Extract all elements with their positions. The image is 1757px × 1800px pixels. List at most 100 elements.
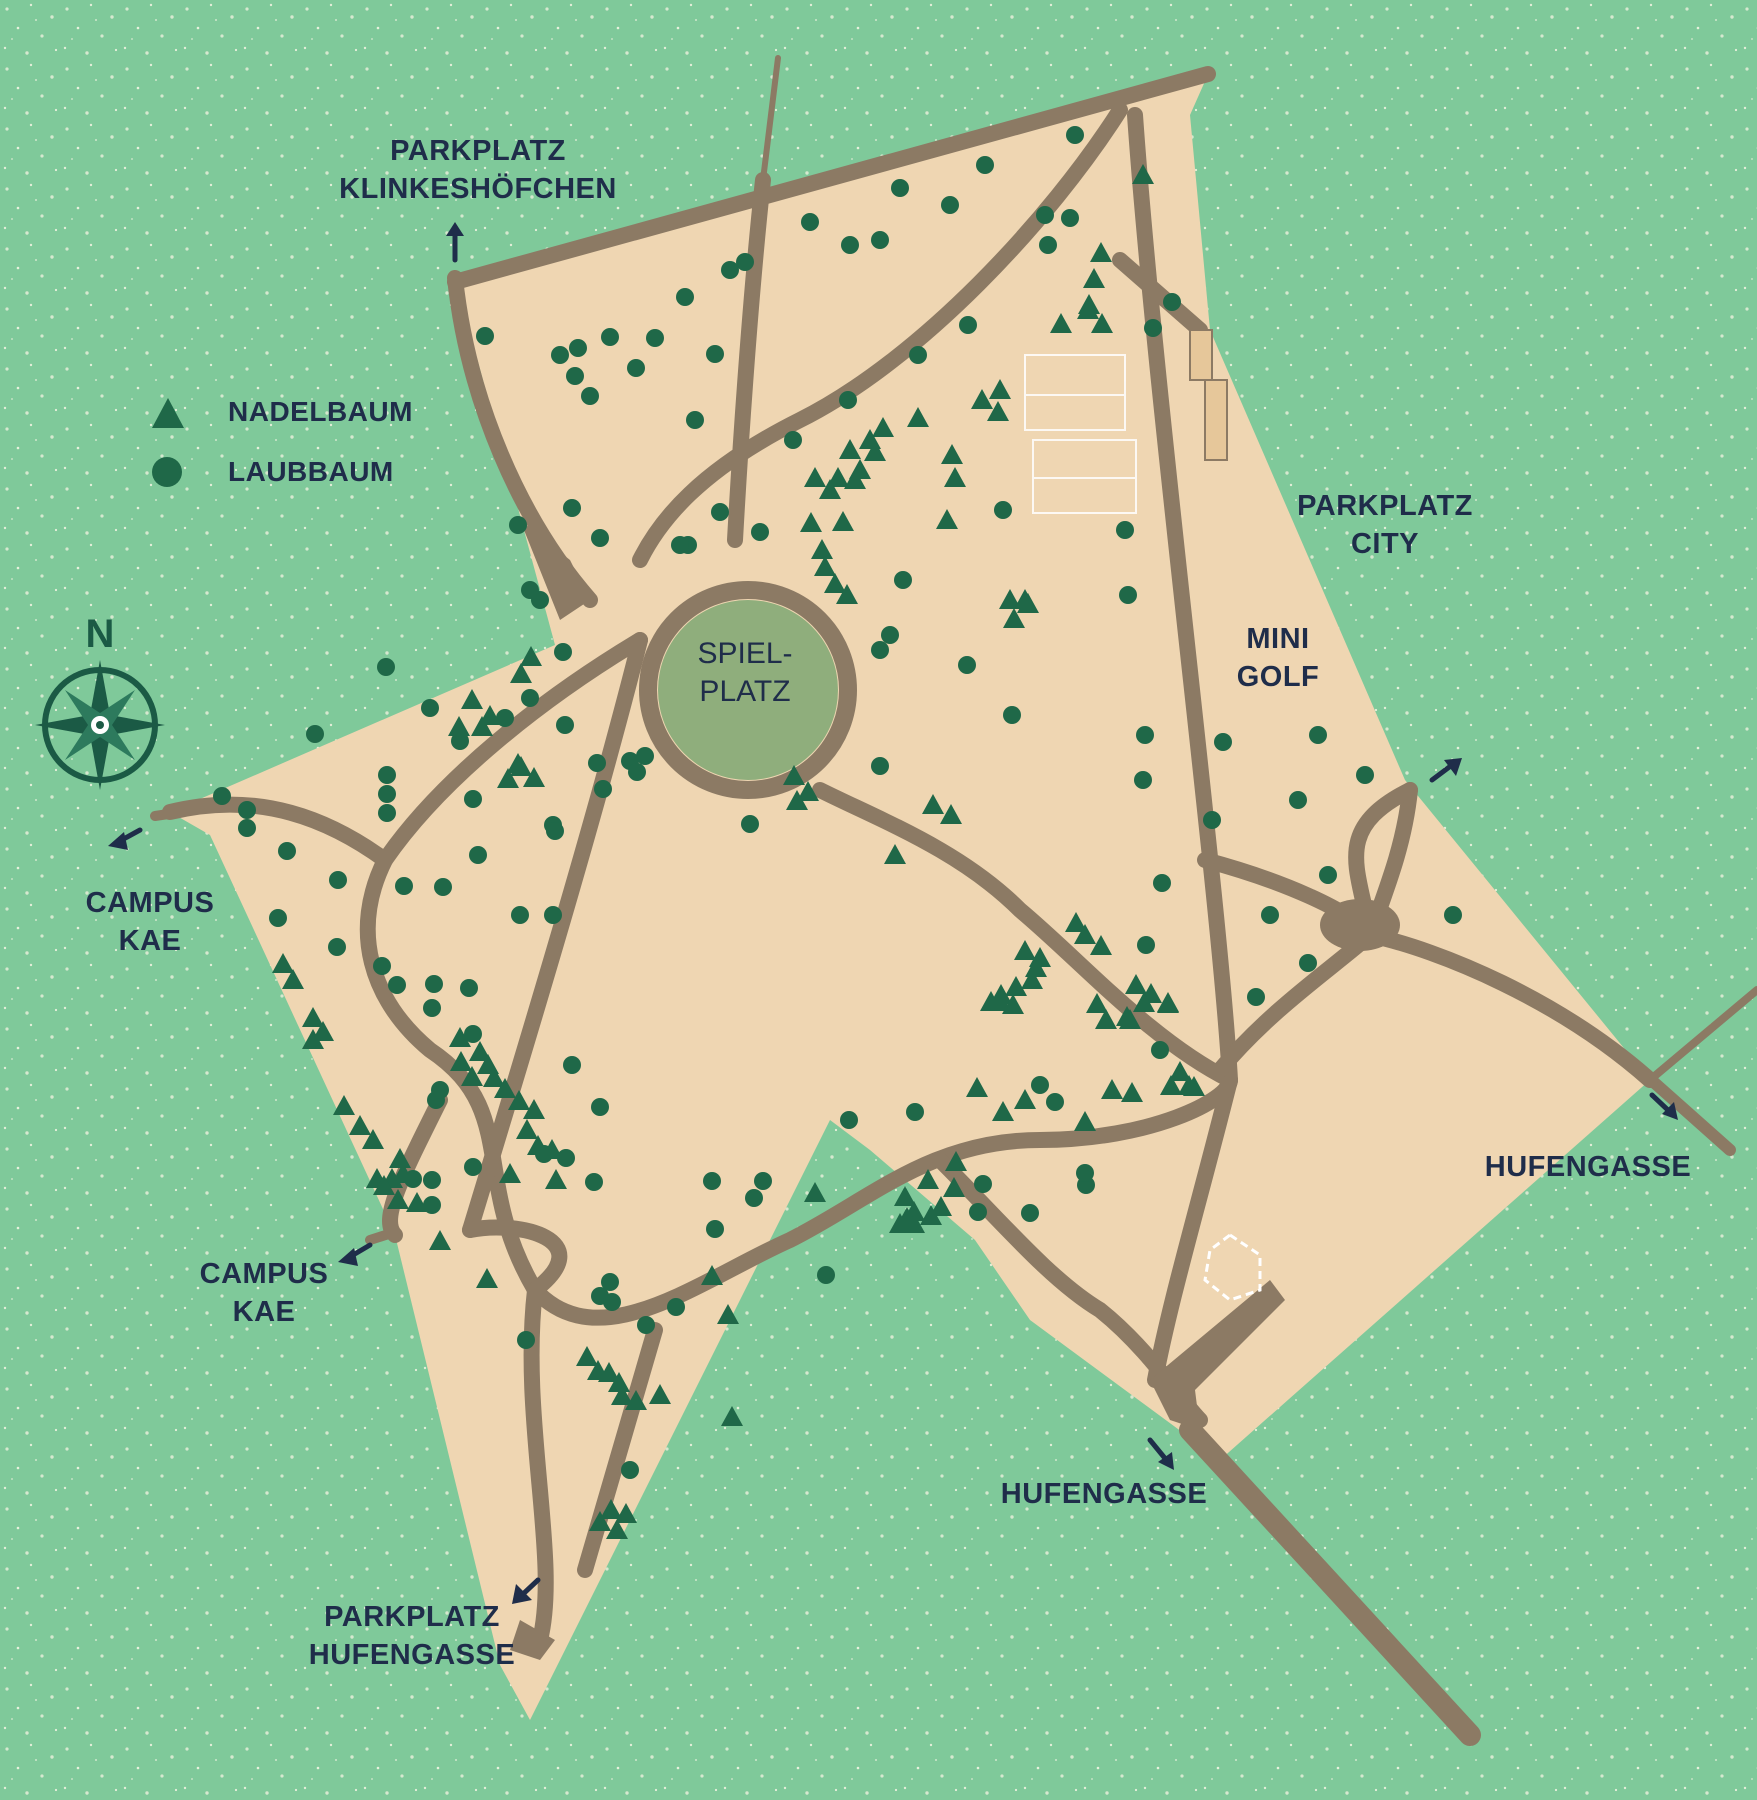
deciduous-tree-icon <box>637 1316 655 1334</box>
conifer-tree-icon <box>469 1041 491 1061</box>
deciduous-tree-icon <box>1021 1204 1039 1222</box>
arrow-icon <box>1147 1437 1174 1470</box>
conifer-tree-icon <box>944 467 966 487</box>
arrow-icon <box>512 1577 541 1604</box>
deciduous-tree-icon <box>1066 126 1084 144</box>
conifer-tree-icon <box>971 389 993 409</box>
conifer-tree-icon <box>864 441 886 461</box>
deciduous-tree-icon <box>1289 791 1307 809</box>
deciduous-tree-icon <box>585 1173 603 1191</box>
conifer-tree-icon <box>832 511 854 531</box>
conifer-tree-icon <box>989 379 1011 399</box>
exit-label-line1: PARKPLATZ <box>1297 490 1473 522</box>
deciduous-tree-icon <box>1444 906 1462 924</box>
deciduous-tree-icon <box>591 529 609 547</box>
deciduous-tree-icon <box>378 785 396 803</box>
conifer-tree-icon <box>615 1503 637 1523</box>
conifer-tree-icon <box>844 469 866 489</box>
conifer-tree-icon <box>312 1021 334 1041</box>
minigolf-label-line1: MINI <box>1246 623 1310 655</box>
deciduous-tree-icon <box>1261 906 1279 924</box>
conifer-tree-icon <box>804 467 826 487</box>
conifer-tree-icon <box>1014 940 1036 960</box>
deciduous-tree-icon <box>238 819 256 837</box>
exit-hufengasse-south[interactable]: HUFENGASSE <box>1000 1478 1208 1510</box>
conifer-tree-icon <box>1121 1082 1143 1102</box>
deciduous-tree-icon <box>1031 1076 1049 1094</box>
deciduous-tree-icon <box>556 716 574 734</box>
deciduous-tree-icon <box>881 626 899 644</box>
deciduous-tree-icon <box>451 732 469 750</box>
conifer-tree-icon <box>940 804 962 824</box>
exit-label-line1: PARKPLATZ <box>324 1601 500 1633</box>
deciduous-tree-icon <box>1319 866 1337 884</box>
deciduous-tree-icon <box>423 999 441 1017</box>
deciduous-tree-icon <box>591 1098 609 1116</box>
deciduous-tree-icon <box>238 801 256 819</box>
exit-label-line1: CAMPUS <box>199 1258 329 1290</box>
deciduous-tree-icon <box>1203 811 1221 829</box>
conifer-tree-icon <box>1021 969 1043 989</box>
deciduous-tree-icon <box>544 906 562 924</box>
conifer-tree-icon <box>1086 993 1108 1013</box>
arrow-icon <box>108 827 143 850</box>
arrow-icon <box>1649 1092 1678 1120</box>
conifer-tree-icon <box>936 509 958 529</box>
conifer-tree-icon <box>499 1163 521 1183</box>
conifer-tree-icon <box>523 1099 545 1119</box>
deciduous-tree-icon <box>594 780 612 798</box>
exit-parkplatz-hufengasse[interactable]: PARKPLATZ HUFENGASSE <box>309 1598 515 1674</box>
deciduous-tree-icon <box>891 179 909 197</box>
conifer-tree-icon <box>576 1346 598 1366</box>
exit-label-line2: CITY <box>1350 528 1420 560</box>
conifer-tree-icon <box>941 444 963 464</box>
deciduous-tree-icon <box>423 1196 441 1214</box>
deciduous-tree-icon <box>994 501 1012 519</box>
conifer-tree-icon <box>814 556 836 576</box>
conifer-tree-icon <box>282 969 304 989</box>
deciduous-tree-icon <box>1299 954 1317 972</box>
exit-parkplatz-city[interactable]: PARKPLATZ CITY <box>1297 487 1473 563</box>
deciduous-tree-icon <box>464 1025 482 1043</box>
deciduous-tree-icon <box>566 367 584 385</box>
conifer-tree-icon <box>349 1115 371 1135</box>
legend-deciduous-label: LAUBBAUM <box>228 456 394 487</box>
deciduous-tree-icon <box>1144 319 1162 337</box>
conifer-tree-icon <box>373 1175 395 1195</box>
deciduous-tree-icon <box>563 499 581 517</box>
conifer-tree-icon <box>589 1511 611 1531</box>
exit-campus-kae-lower[interactable]: CAMPUS KAE <box>200 1255 329 1331</box>
deciduous-tree-icon <box>603 1293 621 1311</box>
conifer-tree-icon <box>448 716 470 736</box>
conifer-tree-icon <box>819 479 841 499</box>
conifer-tree-icon <box>387 1189 409 1209</box>
deciduous-tree-icon <box>431 1081 449 1099</box>
arrow-icon <box>338 1242 373 1266</box>
deciduous-tree-icon <box>306 725 324 743</box>
conifer-tree-icon <box>917 1169 939 1189</box>
deciduous-tree-icon <box>959 316 977 334</box>
deciduous-tree-icon <box>1356 766 1374 784</box>
conifer-tree-icon <box>1095 1009 1117 1029</box>
conifer-tree-icon <box>1133 992 1155 1012</box>
conifer-tree-icon <box>1091 313 1113 333</box>
conifer-tree-icon <box>545 1169 567 1189</box>
exit-hufengasse-east[interactable]: HUFENGASSE <box>1484 1151 1692 1183</box>
conifer-tree-icon <box>516 1119 538 1139</box>
deciduous-tree-icon <box>909 346 927 364</box>
deciduous-tree-icon <box>421 699 439 717</box>
deciduous-tree-icon <box>840 1111 858 1129</box>
exit-label-line1: CAMPUS <box>85 887 215 919</box>
conifer-tree-icon <box>508 1090 530 1110</box>
conifer-tree-icon <box>1132 164 1154 184</box>
deciduous-tree-icon <box>329 871 347 889</box>
conifer-tree-icon <box>497 768 519 788</box>
deciduous-tree-icon <box>686 411 704 429</box>
deciduous-tree-icon <box>278 842 296 860</box>
conifer-tree-icon <box>523 767 545 787</box>
exit-parkplatz-klinkeshoefchen[interactable]: PARKPLATZ KLINKESHÖFCHEN <box>339 132 617 208</box>
deciduous-tree-icon <box>1247 988 1265 1006</box>
conifer-tree-icon <box>406 1192 428 1212</box>
exit-campus-kae-upper[interactable]: CAMPUS KAE <box>86 884 215 960</box>
deciduous-tree-icon <box>974 1175 992 1193</box>
